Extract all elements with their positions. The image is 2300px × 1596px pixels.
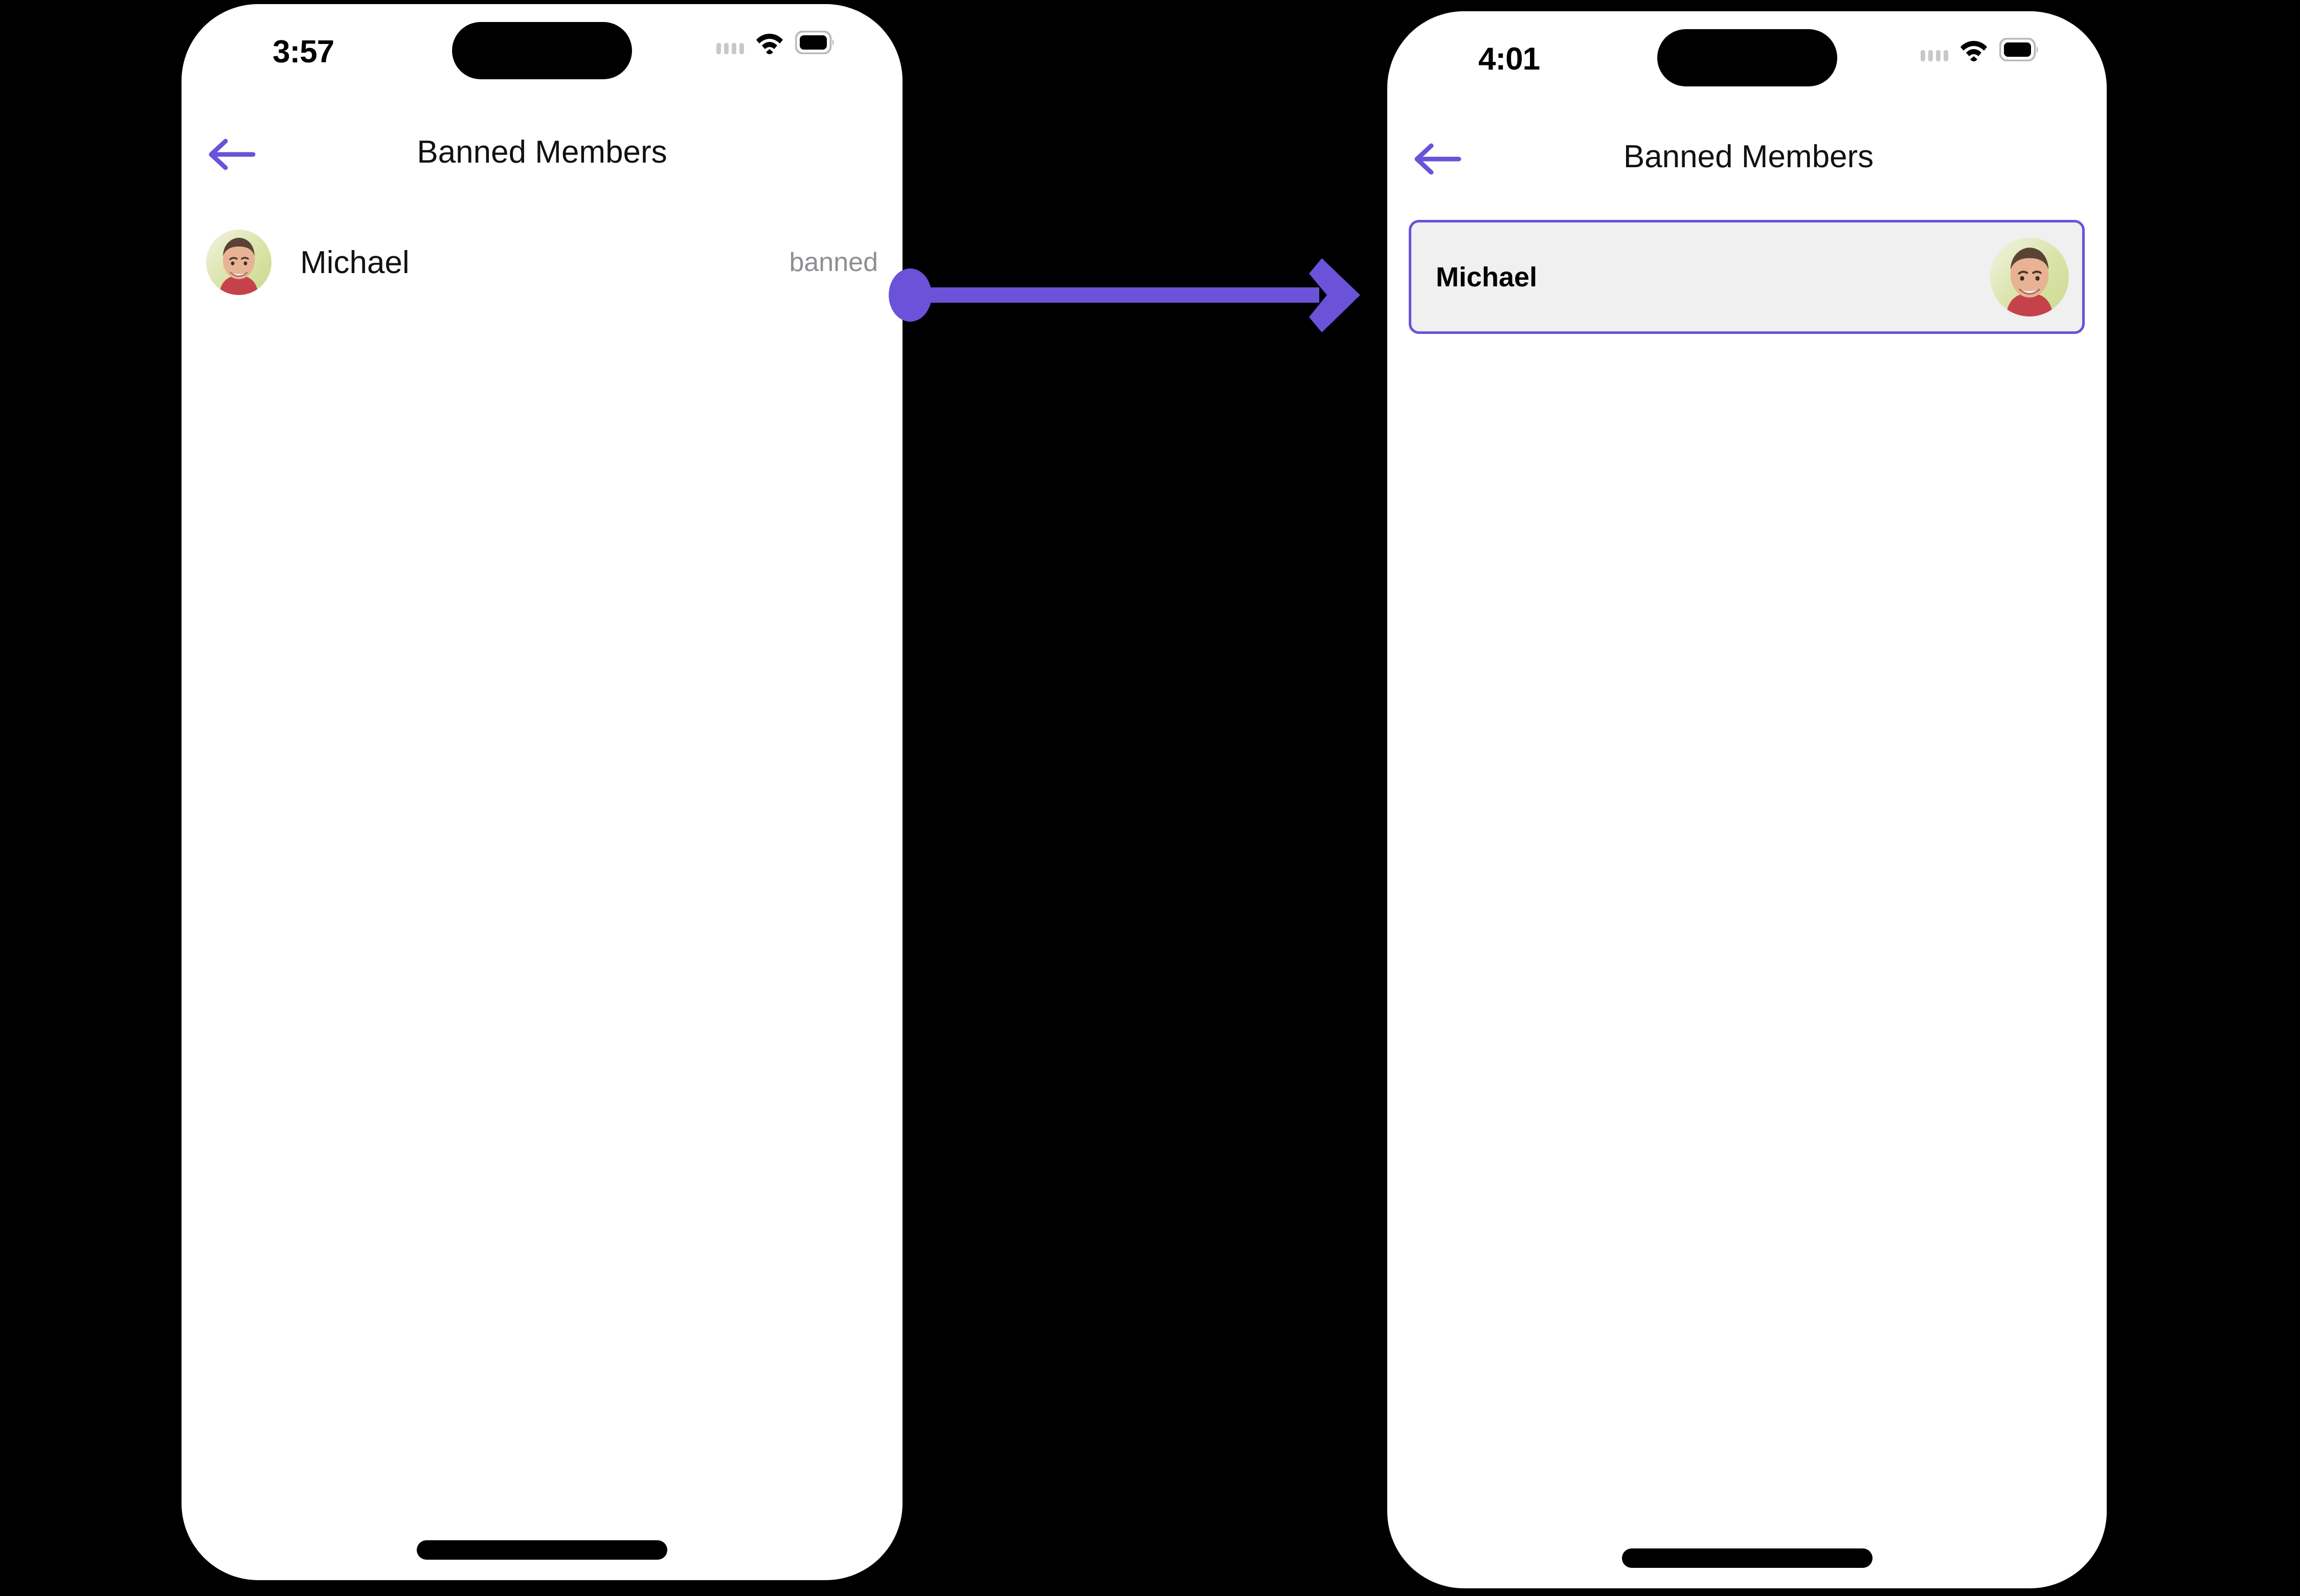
status-indicators: [716, 30, 835, 55]
phone-screen-before: 3:57: [182, 4, 903, 1580]
phone-screen-after: 4:01: [1387, 11, 2107, 1588]
navigation-bar: Banned Members: [1387, 126, 2107, 193]
home-indicator: [417, 1540, 667, 1560]
back-button[interactable]: [206, 133, 257, 176]
page-title: Banned Members: [1623, 139, 1874, 174]
battery-full-icon: [1999, 37, 2039, 62]
dynamic-island: [452, 22, 632, 79]
banned-member-card-highlighted[interactable]: Michael: [1409, 220, 2085, 334]
arrow-left-icon: [209, 139, 256, 170]
status-badge: banned: [789, 248, 878, 277]
navigation-bar: Banned Members: [182, 122, 903, 188]
avatar: [206, 230, 272, 295]
wifi-icon: [1958, 38, 1989, 61]
arrow-head: [1309, 258, 1360, 332]
arrow-left-icon: [1414, 143, 1461, 175]
member-name: Michael: [1436, 261, 1538, 293]
status-indicators: [1921, 37, 2039, 62]
page-title: Banned Members: [417, 134, 667, 170]
action-arrow-annotation: [889, 258, 1360, 332]
status-time: 3:57: [273, 34, 334, 70]
status-bar: 3:57: [182, 4, 903, 86]
status-bar: 4:01: [1387, 11, 2107, 93]
banned-member-row[interactable]: Michael banned: [182, 221, 903, 303]
wifi-icon: [754, 31, 785, 54]
cellular-bars-icon: [716, 31, 744, 54]
dynamic-island: [1657, 29, 1837, 86]
avatar: [1990, 237, 2069, 317]
cellular-bars-icon: [1921, 38, 1948, 61]
back-button[interactable]: [1412, 138, 1463, 181]
home-indicator: [1621, 1548, 1873, 1568]
member-name: Michael: [300, 244, 410, 280]
status-time: 4:01: [1478, 41, 1540, 77]
battery-full-icon: [795, 30, 835, 55]
